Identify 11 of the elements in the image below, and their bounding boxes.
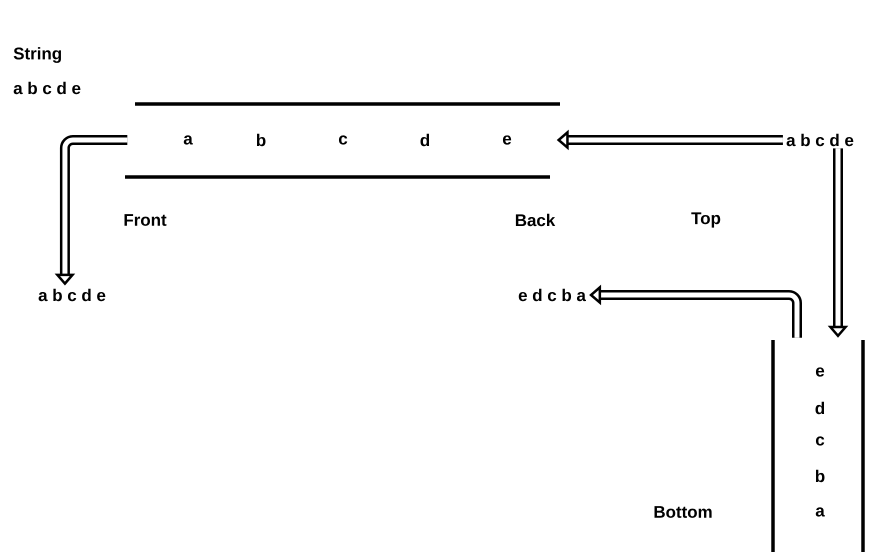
text-label: a b c d e [14, 82, 80, 94]
stack-column: e d c b a [771, 340, 865, 552]
text-label: Top [691, 212, 720, 228]
string-text: a b c d e [786, 134, 854, 146]
string-text: e d c b a [518, 288, 586, 302]
end-label: Front [124, 214, 166, 226]
end-label: Bottom [654, 506, 712, 518]
heading-label: String [14, 47, 61, 63]
queue-band: a b c d e [125, 102, 560, 179]
string-text: a b c d e [38, 288, 106, 302]
end-label: Back [516, 214, 556, 226]
